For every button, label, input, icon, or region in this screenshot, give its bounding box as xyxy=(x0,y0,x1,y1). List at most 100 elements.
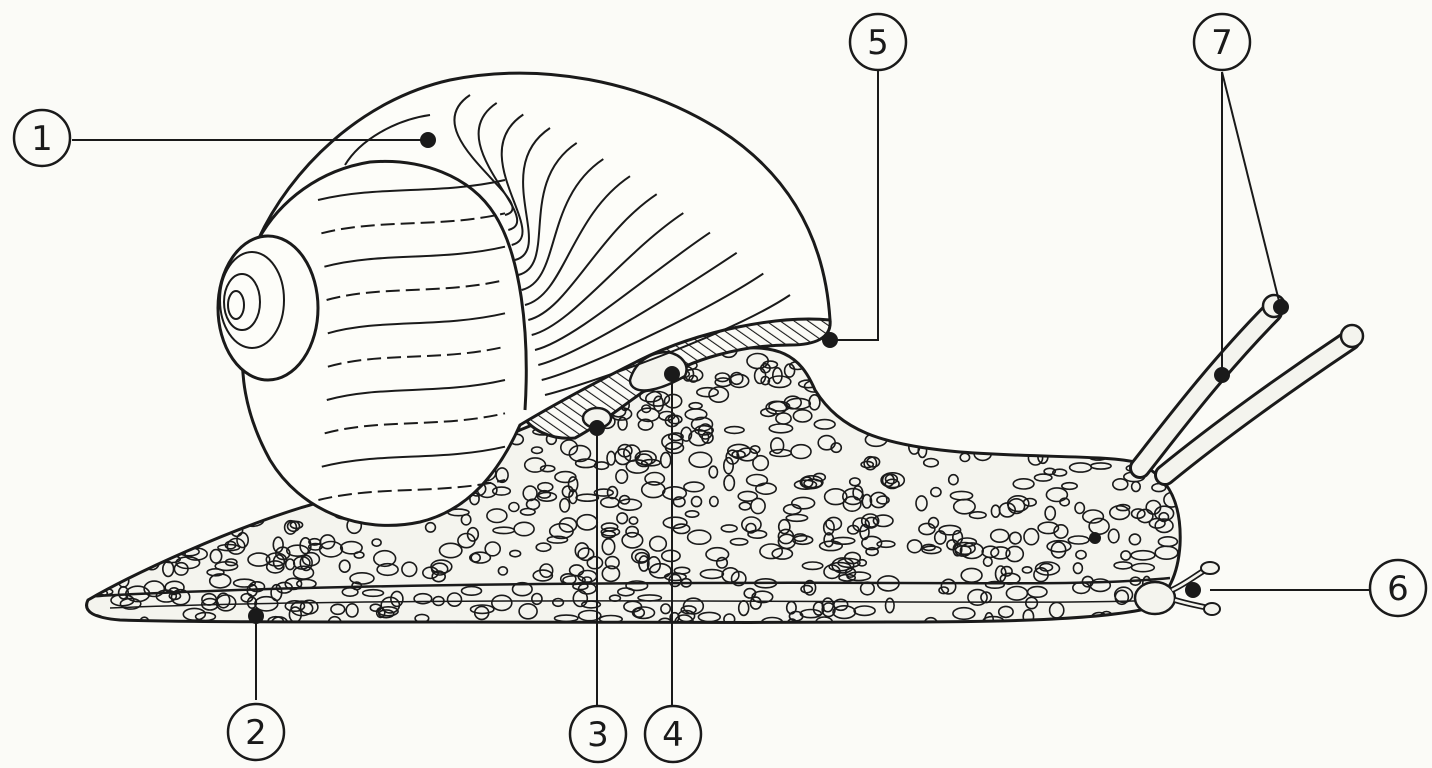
skin-bump xyxy=(963,436,974,452)
skin-bump xyxy=(233,459,243,471)
skin-bump xyxy=(182,361,201,373)
skin-bump xyxy=(172,446,186,455)
skin-bump xyxy=(1114,428,1133,440)
skin-bump xyxy=(1137,381,1154,389)
skin-bump xyxy=(1024,419,1048,430)
skin-bump xyxy=(1124,427,1139,438)
skin-bump xyxy=(932,410,942,420)
skin-bump xyxy=(1147,388,1157,394)
skin-bump xyxy=(146,347,162,359)
skin-bump xyxy=(93,434,112,440)
skin-bump xyxy=(1163,343,1184,354)
skin-bump xyxy=(149,375,170,383)
skin-bump xyxy=(1161,336,1173,349)
skin-bump xyxy=(112,494,131,507)
skin-bump xyxy=(113,517,135,529)
skin-bump xyxy=(1054,423,1074,431)
callout-point-5 xyxy=(822,332,838,348)
skin-bump xyxy=(218,512,233,519)
skin-bump xyxy=(972,406,995,414)
skin-bump xyxy=(86,551,109,561)
skin-bump xyxy=(113,462,126,475)
callout-point-6 xyxy=(1185,582,1201,598)
skin-bump xyxy=(155,351,169,362)
skin-bump xyxy=(865,356,874,371)
skin-bump xyxy=(157,548,167,560)
skin-bump xyxy=(172,345,194,359)
skin-bump xyxy=(849,386,871,398)
skin-bump xyxy=(1131,362,1147,377)
skin-bump xyxy=(884,379,894,393)
skin-bump xyxy=(937,412,956,427)
skin-bump xyxy=(125,355,140,369)
skin-bump xyxy=(123,390,139,405)
skin-bump xyxy=(139,437,154,453)
skin-bump xyxy=(228,445,249,454)
skin-bump xyxy=(128,341,137,351)
skin-bump xyxy=(952,349,960,359)
callout-label-2: 2 xyxy=(245,713,267,753)
skin-bump xyxy=(1139,422,1150,436)
skin-bump xyxy=(110,386,127,395)
skin-bump xyxy=(915,342,929,353)
skin-bump xyxy=(100,405,110,414)
skin-bump xyxy=(864,352,887,360)
skin-bump xyxy=(128,395,147,404)
skin-bump xyxy=(908,429,925,436)
skin-bump xyxy=(1045,423,1062,430)
skin-bump xyxy=(162,398,172,409)
callout-point-2 xyxy=(248,608,264,624)
callout-1: 1 xyxy=(14,110,70,166)
skin-bump xyxy=(938,405,948,419)
skin-bump xyxy=(1083,344,1096,352)
skin-bump xyxy=(109,473,130,481)
skin-bump xyxy=(213,391,226,398)
skin-bump xyxy=(122,392,143,398)
skin-bump xyxy=(125,531,149,540)
skin-bump xyxy=(192,466,212,473)
skin-bump xyxy=(1149,617,1161,624)
callout-label-1: 1 xyxy=(31,119,53,159)
skin-bump xyxy=(210,463,233,471)
callout-label-3: 3 xyxy=(587,715,609,755)
skin-bump xyxy=(1016,420,1026,428)
skin-bump xyxy=(161,503,177,512)
skin-bump xyxy=(102,425,120,432)
skin-bump xyxy=(929,389,942,404)
skin-bump xyxy=(122,488,135,500)
skin-bump xyxy=(208,428,218,438)
skin-bump xyxy=(1097,444,1112,453)
skin-bump xyxy=(1053,343,1065,353)
skin-bump xyxy=(210,399,220,408)
skin-bump xyxy=(1055,382,1064,390)
skin-bump xyxy=(133,451,152,463)
skin-bump xyxy=(111,537,129,550)
skin-bump xyxy=(1086,438,1096,450)
skin-bump xyxy=(199,477,214,485)
skin-bump xyxy=(178,432,188,445)
skin-bump xyxy=(104,524,121,535)
skin-bump xyxy=(116,453,125,463)
callout-5: 5 xyxy=(850,14,906,70)
skin-bump xyxy=(1045,373,1055,381)
skin-bump xyxy=(905,433,923,443)
skin-bump xyxy=(986,416,999,428)
skin-bump xyxy=(923,420,941,431)
skin-bump xyxy=(105,435,129,449)
skin-bump xyxy=(85,498,105,510)
skin-bump xyxy=(1033,383,1051,395)
skin-bump xyxy=(1047,429,1057,444)
skin-bump xyxy=(94,392,103,398)
skin-bump xyxy=(94,422,104,437)
skin-bump xyxy=(915,418,923,427)
skin-bump xyxy=(148,486,167,500)
skin-bump xyxy=(213,421,228,436)
skin-bump xyxy=(147,393,157,401)
skin-bump xyxy=(946,351,959,359)
skin-bump xyxy=(1116,341,1131,353)
skin-bump xyxy=(1152,395,1173,406)
callout-point-7b xyxy=(1273,299,1289,315)
skin-bump xyxy=(193,488,216,494)
skin-bump xyxy=(92,492,106,507)
skin-bump xyxy=(920,425,939,439)
